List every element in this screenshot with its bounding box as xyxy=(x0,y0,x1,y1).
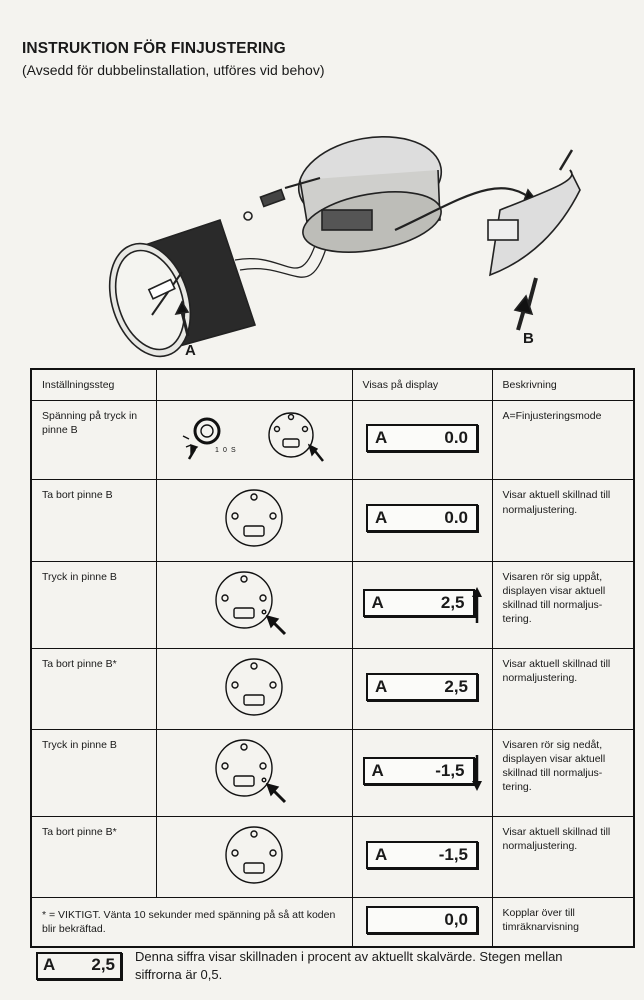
step-cell: Tryck in pinne B xyxy=(30,560,157,649)
display-readout: 0,0 xyxy=(366,906,478,935)
page-subtitle: (Avsedd för dubbelinstallation, utföres … xyxy=(22,62,325,78)
table-row: Ta bort pinne B* A-1,5 Visar aktuell ski… xyxy=(30,816,635,899)
image-cell xyxy=(155,479,353,562)
description-cell: Visar aktuell skillnad till normaljuster… xyxy=(491,816,635,899)
arrow-up-icon xyxy=(471,586,482,623)
description-cell: Visar aktuell skillnad till normaljuster… xyxy=(491,647,635,730)
instruction-table: Inställningssteg Visas på display Beskri… xyxy=(30,368,635,949)
important-note: * = VIKTIGT. Vänta 10 sekunder med spänn… xyxy=(30,897,353,948)
arrow-down-icon xyxy=(471,754,482,791)
image-cell: 1 0 S xyxy=(155,400,353,481)
col-header-step: Inställningssteg xyxy=(30,368,157,402)
image-cell xyxy=(155,647,353,730)
gauge-back-icon xyxy=(225,489,283,548)
image-cell xyxy=(155,816,353,899)
description-cell: Visar aktuell skillnad till normaljuster… xyxy=(491,479,635,562)
col-header-display: Visas på display xyxy=(351,368,493,402)
gauge-back-icon xyxy=(225,826,283,884)
image-cell xyxy=(155,560,353,649)
display-cell: 0,0 xyxy=(351,897,493,948)
display-readout: A-1,5 xyxy=(362,756,475,785)
label-a: A xyxy=(185,342,196,359)
svg-text:0: 0 xyxy=(223,447,227,454)
step-cell: Spänning på tryck in pinne B xyxy=(30,400,157,481)
table-row: Spänning på tryck in pinne B 1 0 S xyxy=(30,400,635,481)
label-b: B xyxy=(523,330,534,347)
step-cell: Ta bort pinne B xyxy=(30,479,157,562)
page-title: INSTRUKTION FÖR FINJUSTERING xyxy=(22,40,286,57)
description-cell: Kopplar över till timräknarvisning xyxy=(491,897,635,948)
display-readout: A-1,5 xyxy=(366,841,478,870)
display-cell: A-1,5 xyxy=(351,728,493,818)
gauge-back-icon: 1 0 S xyxy=(182,412,324,462)
table-header-row: Inställningssteg Visas på display Beskri… xyxy=(30,368,635,402)
svg-text:S: S xyxy=(231,447,236,454)
step-cell: Tryck in pinne B xyxy=(30,728,157,818)
gauge-back-press-icon xyxy=(215,739,287,803)
table-row-final: * = VIKTIGT. Vänta 10 sekunder med spänn… xyxy=(30,897,635,948)
step-cell: Ta bort pinne B* xyxy=(30,816,157,899)
display-cell: A-1,5 xyxy=(351,816,493,899)
svg-text:1: 1 xyxy=(215,447,219,454)
table-row: Tryck in pinne B A-1,5 Visaren rör sig n… xyxy=(30,728,635,818)
description-cell: Visaren rör sig nedåt, displayen visar a… xyxy=(491,728,635,818)
step-cell: Ta bort pinne B* xyxy=(30,647,157,730)
col-header-image xyxy=(155,368,353,402)
description-cell: A=Finjusteringsmode xyxy=(491,400,635,481)
col-header-description: Beskrivning xyxy=(491,368,635,402)
footer-explanation: Denna siffra visar skillnaden i procent … xyxy=(135,949,563,983)
gauge-exploded-illustration xyxy=(108,135,581,358)
image-cell xyxy=(155,728,353,818)
description-cell: Visaren rör sig uppåt, displayen visar a… xyxy=(491,560,635,649)
gauge-back-icon xyxy=(225,657,283,716)
gauge-back-press-icon xyxy=(215,570,287,635)
